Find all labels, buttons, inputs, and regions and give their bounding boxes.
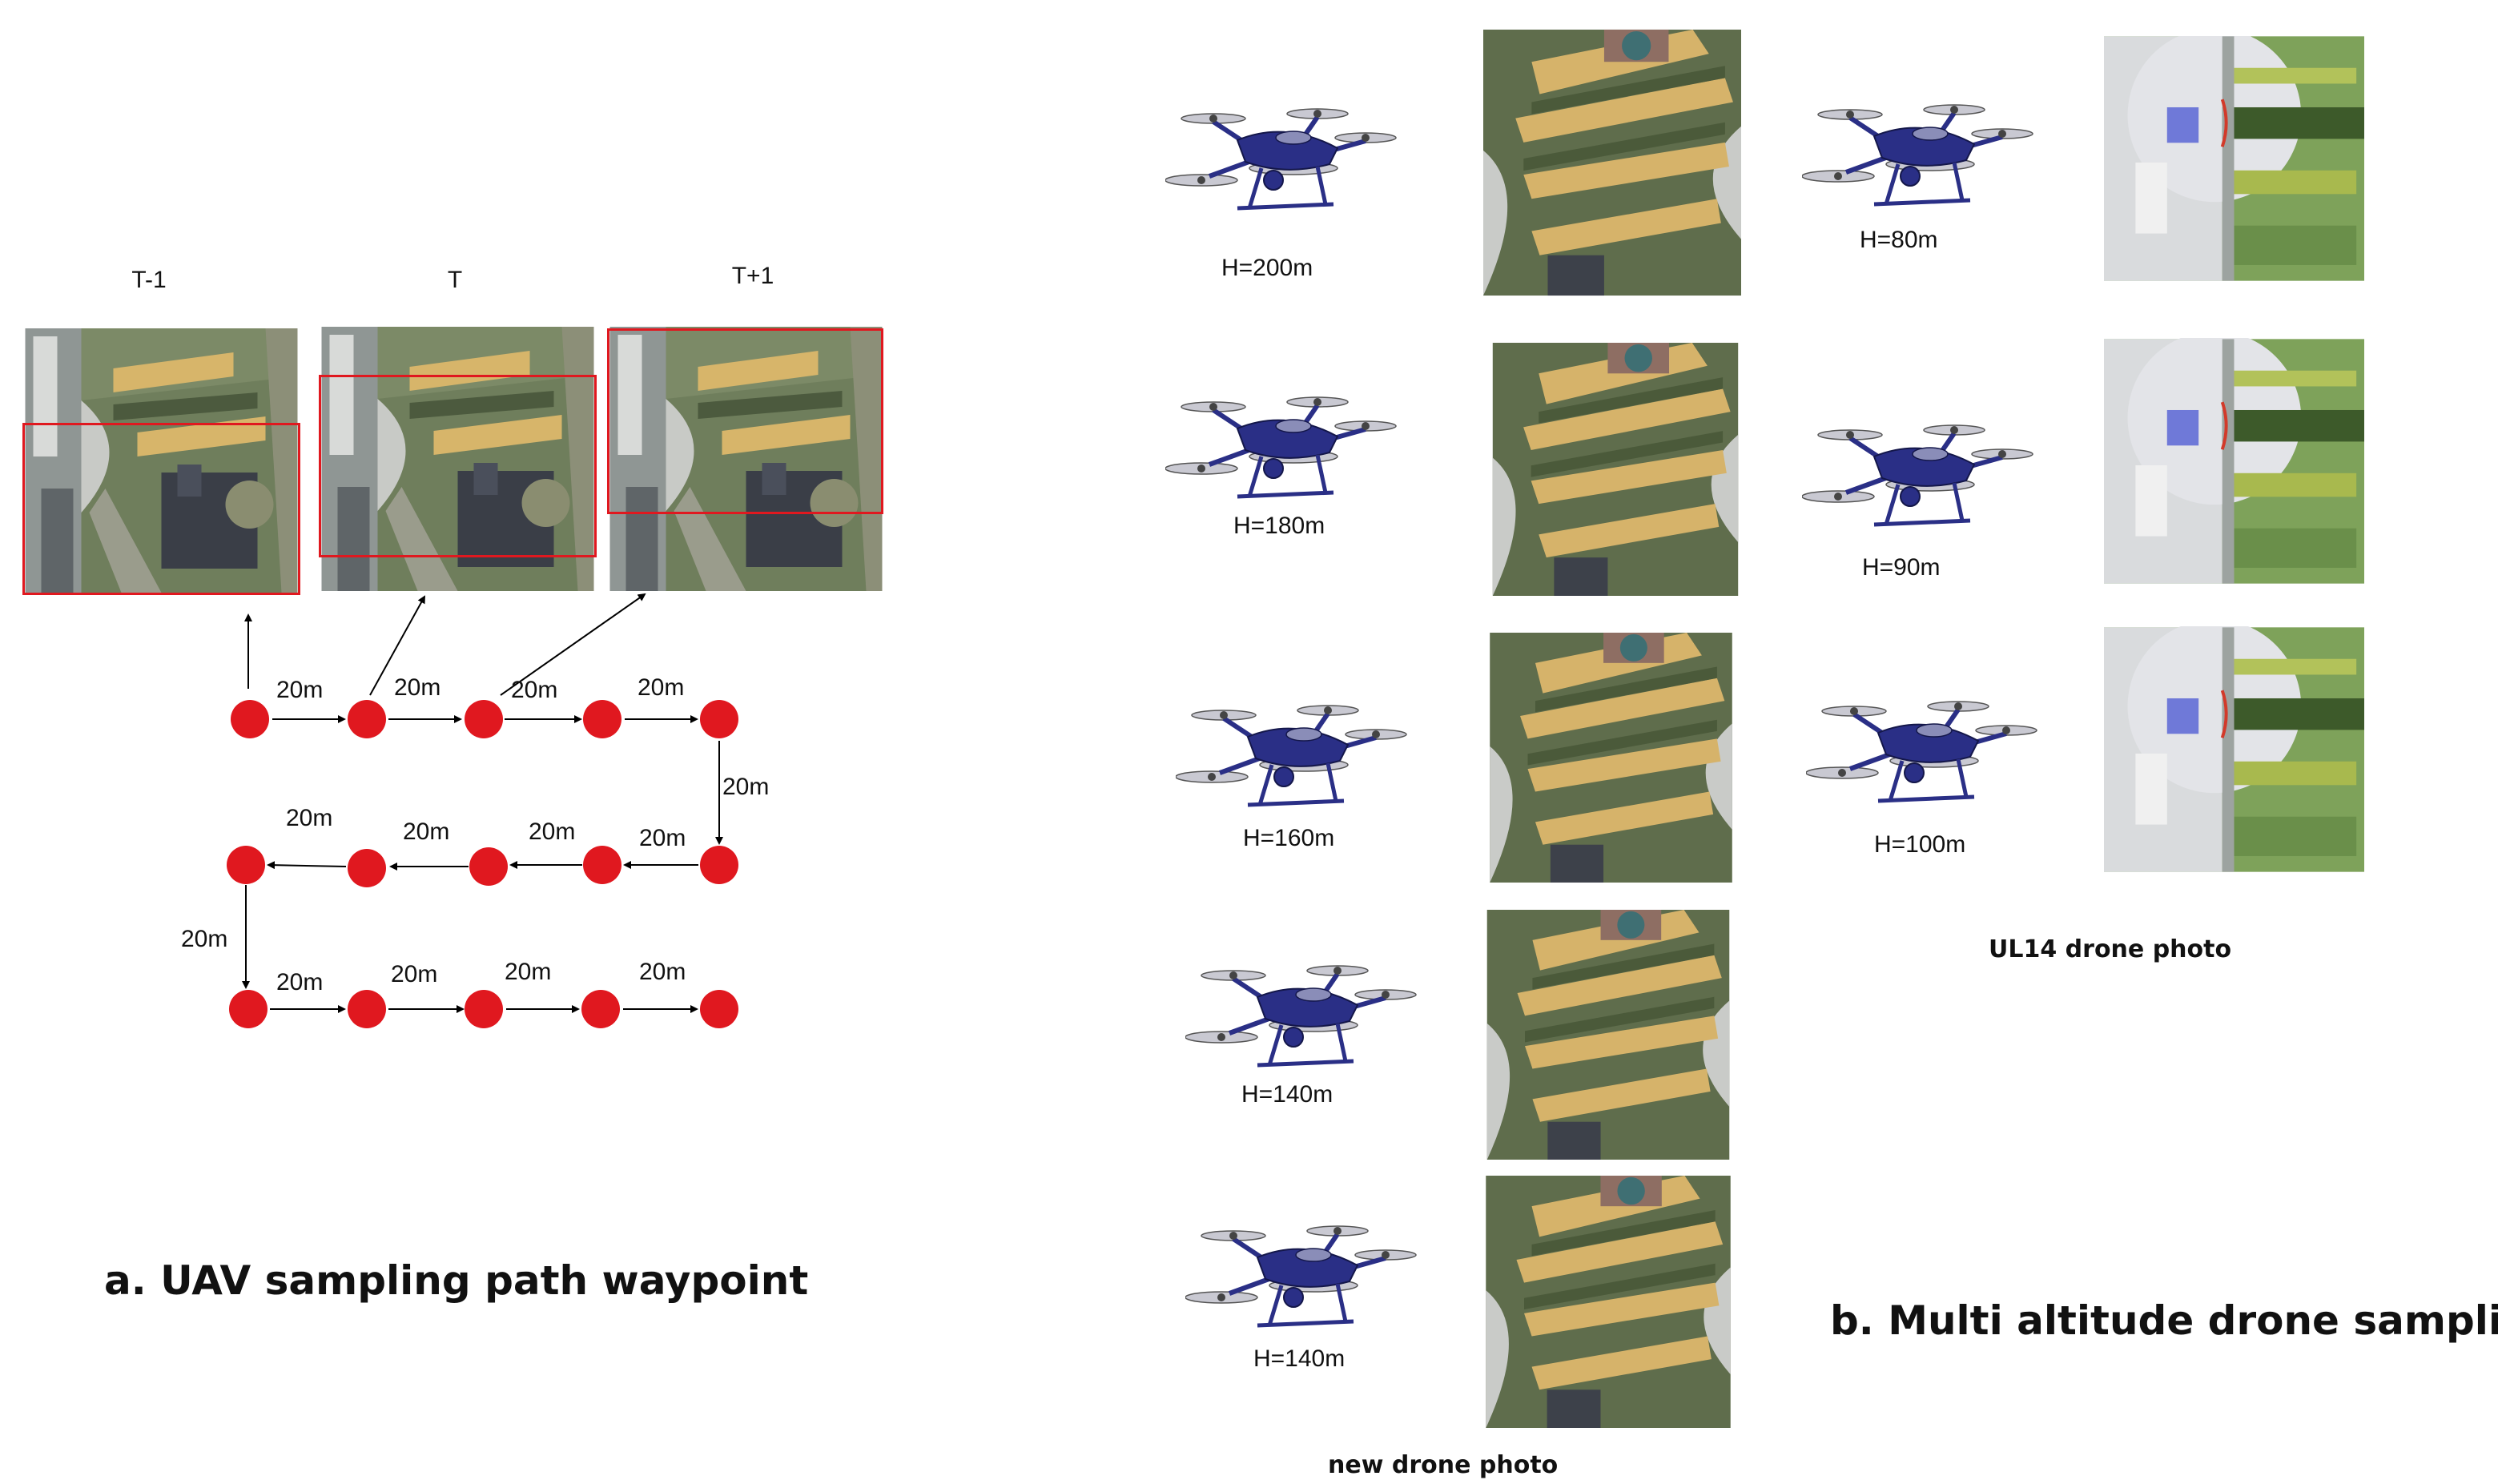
waypoint [700,990,738,1028]
new-drone-photo-200m [1483,26,1741,300]
altitude-label: H=200m [1221,255,1313,281]
distance-label: 20m [391,961,438,987]
waypoint [583,846,621,884]
new-drone-photo-140m [1476,910,1740,1160]
panel-a-caption: a. UAV sampling path waypoint [104,1257,809,1304]
altitude-label: H=180m [1233,513,1325,539]
distance-label: 20m [276,677,324,703]
altitude-label: H=140m [1241,1081,1333,1108]
drone-icon [1802,100,2034,212]
ul14-caption: UL14 drone photo [1989,935,2232,963]
frame-label-t-plus-1: T+1 [731,263,774,289]
ul14-photo-80m [2104,36,2364,281]
ul14-photo-100m [2104,626,2364,873]
distance-label: 20m [511,677,558,703]
arrow-to-frame-t [369,595,425,696]
new-drone-photo-140m-b [1476,1176,1740,1428]
drone-icon [1176,701,1408,813]
panel-b-caption: b. Multi altitude drone sampling [1830,1297,2498,1344]
ul14-photo-90m [2104,338,2364,585]
new-drone-photo-160m [1478,633,1744,883]
waypoint [700,700,738,738]
altitude-label: H=100m [1874,831,1966,858]
distance-label: 20m [181,926,228,952]
sample-highlight-box [22,423,300,595]
drone-icon [1802,420,2034,533]
drone-icon [1185,1221,1418,1333]
waypoint [231,700,269,738]
distance-label: 20m [394,674,441,701]
drone-icon [1185,961,1418,1073]
waypoint [465,700,503,738]
altitude-label: H=140m [1253,1345,1346,1372]
waypoint [700,846,738,884]
frame-label-t-minus-1: T-1 [131,267,167,293]
waypoint [348,849,386,887]
waypoint [348,990,386,1028]
distance-label: 20m [403,818,450,845]
distance-label: 20m [722,774,770,800]
waypoint-path [227,593,738,1028]
waypoint [583,700,621,738]
new-drone-caption: new drone photo [1328,1451,1559,1479]
new-drone-photo-180m [1483,343,1748,596]
frame-label-t: T [447,267,463,293]
sample-highlight-box [319,375,597,557]
waypoint [348,700,386,738]
waypoint [465,990,503,1028]
drone-icon [1165,104,1398,216]
distance-label: 20m [529,818,576,845]
path-arrow [267,861,347,870]
waypoint [469,847,508,886]
altitude-label: H=80m [1860,227,1938,253]
waypoint [581,990,620,1028]
drone-icon [1806,697,2038,809]
distance-label: 20m [505,959,552,985]
waypoint [227,846,265,884]
distance-label: 20m [276,969,324,995]
sample-highlight-box [607,328,883,514]
waypoint [229,990,267,1028]
distance-label: 20m [286,805,333,831]
distance-label: 20m [638,674,685,701]
distance-label: 20m [639,959,686,985]
altitude-label: H=90m [1862,554,1941,581]
distance-label: 20m [639,825,686,851]
drone-icon [1165,392,1398,505]
arrow-to-frame-t-plus-1 [500,593,646,696]
altitude-label: H=160m [1243,825,1335,851]
